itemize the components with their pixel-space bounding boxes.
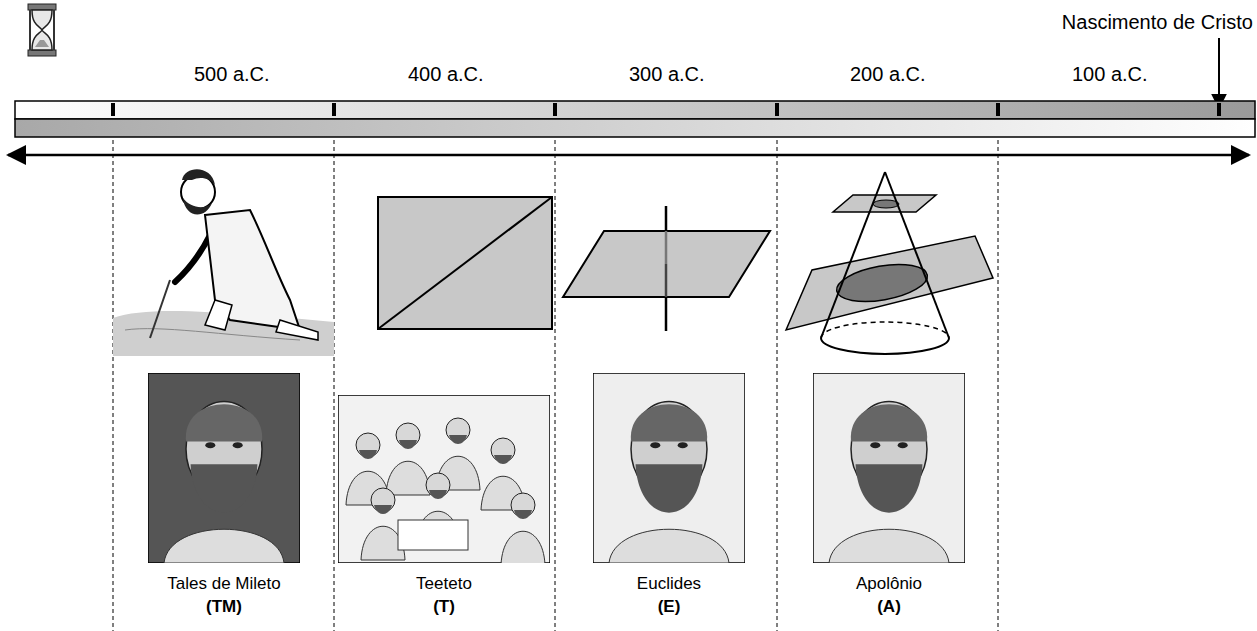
portrait-image	[338, 395, 550, 563]
time-axis	[8, 154, 1249, 157]
pointer-arrow	[1218, 38, 1220, 108]
portrait-image	[813, 373, 965, 563]
abbreviation: (E)	[588, 595, 750, 618]
abbreviation: (T)	[333, 595, 555, 618]
era-label: 100 a.C.	[1072, 62, 1148, 86]
portrait-card: Apolônio(A)	[808, 373, 970, 618]
portrait-card: Tales de Mileto(TM)	[143, 373, 305, 618]
person-name: Apolônio	[808, 572, 970, 595]
conic-sections	[786, 172, 993, 354]
era-dividers	[113, 140, 998, 631]
abbreviation: (TM)	[143, 595, 305, 618]
hourglass-icon	[28, 4, 56, 56]
portrait-card: Euclides(E)	[588, 373, 750, 618]
era-label: 200 a.C.	[850, 62, 926, 86]
person-name: Teeteto	[333, 572, 555, 595]
era-label: 400 a.C.	[408, 62, 484, 86]
era-label: 500 a.C.	[194, 62, 270, 86]
abbreviation: (A)	[808, 595, 970, 618]
portrait-image	[148, 373, 300, 563]
square-diagram	[378, 197, 552, 329]
timeline-bar	[15, 101, 1255, 137]
portrait-image	[593, 373, 745, 563]
plane-line-diagram	[563, 206, 770, 331]
thales-sketch	[113, 169, 334, 356]
person-name: Tales de Mileto	[143, 572, 305, 595]
person-name: Euclides	[588, 572, 750, 595]
portrait-card: Teeteto(T)	[333, 395, 555, 618]
era-label: 300 a.C.	[629, 62, 705, 86]
event-label: Nascimento de Cristo	[1062, 10, 1253, 34]
